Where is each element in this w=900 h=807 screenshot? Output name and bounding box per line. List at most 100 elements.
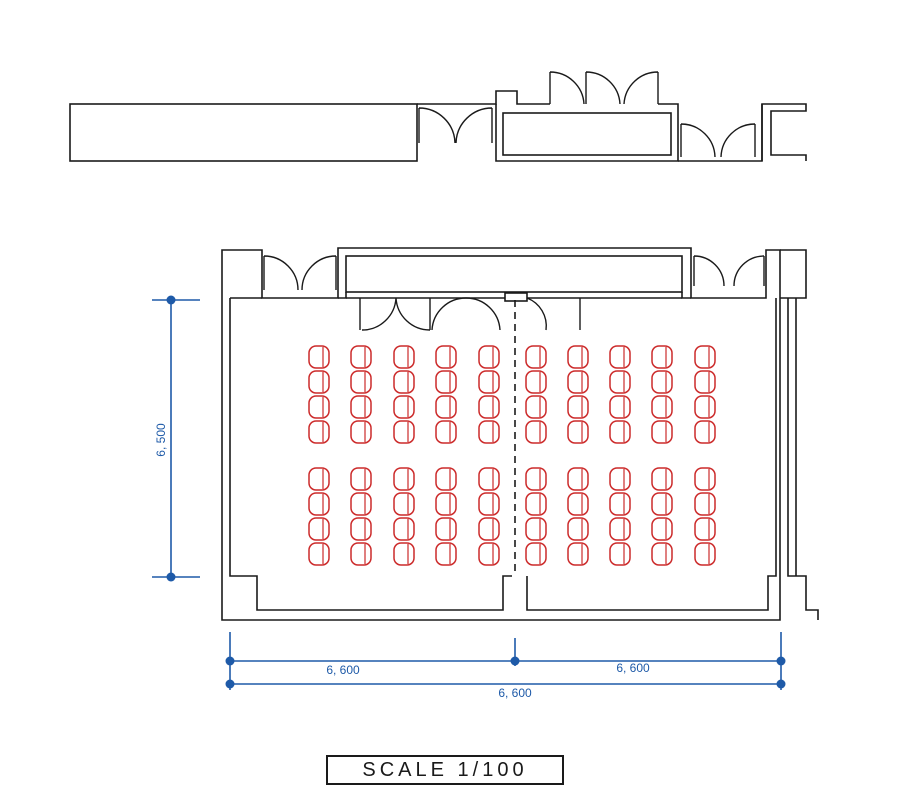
chair	[435, 420, 457, 444]
chair	[609, 370, 631, 394]
chair	[308, 542, 330, 566]
upper-door-right-1	[680, 123, 716, 158]
chair	[525, 492, 547, 516]
chair	[350, 395, 372, 419]
partition-post	[504, 292, 528, 302]
width-left-label: 6, 600	[326, 663, 360, 677]
chair	[567, 467, 589, 491]
chair	[350, 345, 372, 369]
chair	[525, 517, 547, 541]
room-inner-wall	[229, 298, 512, 611]
chair	[609, 492, 631, 516]
room-door-top-left-1	[263, 255, 299, 291]
chair	[525, 467, 547, 491]
chair	[435, 542, 457, 566]
upper-door-left-pair	[455, 107, 493, 144]
chair	[393, 345, 415, 369]
chair	[393, 517, 415, 541]
chair	[393, 542, 415, 566]
chair	[567, 395, 589, 419]
width-total-dot-left	[225, 679, 235, 689]
chair	[525, 370, 547, 394]
chair	[308, 370, 330, 394]
upper-door-left	[418, 107, 456, 144]
chair	[525, 542, 547, 566]
chair	[651, 395, 673, 419]
chair	[435, 345, 457, 369]
chair	[435, 467, 457, 491]
chair	[308, 467, 330, 491]
chair	[651, 542, 673, 566]
chair	[478, 395, 500, 419]
storage-alcove	[345, 255, 683, 293]
chair	[435, 517, 457, 541]
width-dot-right	[776, 656, 786, 666]
chair	[393, 492, 415, 516]
chair	[609, 517, 631, 541]
upper-right-wall	[678, 103, 807, 162]
chair	[567, 517, 589, 541]
chair	[308, 492, 330, 516]
chair	[651, 492, 673, 516]
chair	[651, 467, 673, 491]
width-total-label: 6, 600	[498, 686, 532, 700]
chair	[393, 395, 415, 419]
upper-building-section	[69, 71, 807, 162]
chair	[350, 370, 372, 394]
chair	[694, 370, 716, 394]
chair	[694, 467, 716, 491]
right-side-column	[780, 249, 819, 620]
chair	[435, 370, 457, 394]
chair	[350, 420, 372, 444]
upper-inner-room	[502, 112, 672, 156]
chair	[567, 345, 589, 369]
height-dot-bottom	[166, 572, 176, 582]
chair	[478, 345, 500, 369]
width-right-label: 6, 600	[616, 661, 650, 675]
upper-door-top-1	[549, 71, 585, 105]
chair	[651, 345, 673, 369]
chair	[525, 395, 547, 419]
upper-storage-room	[69, 103, 418, 162]
width-total-dot-right	[776, 679, 786, 689]
chair	[694, 517, 716, 541]
room-door-inner-3	[526, 297, 547, 331]
width-dot-mid	[510, 656, 520, 666]
chair	[478, 542, 500, 566]
chair-layout	[308, 345, 716, 566]
chair	[694, 420, 716, 444]
scale-label: SCALE 1/100	[326, 755, 564, 785]
upper-wall-segment	[417, 90, 550, 105]
chair	[308, 395, 330, 419]
dimension-annotations: 6, 500 6, 600 6, 600 6, 600	[152, 295, 786, 700]
chair	[393, 467, 415, 491]
chair	[478, 492, 500, 516]
width-dot-left	[225, 656, 235, 666]
chair	[350, 517, 372, 541]
chair	[609, 395, 631, 419]
upper-door-top-3	[623, 71, 659, 105]
chair	[393, 370, 415, 394]
chair	[435, 492, 457, 516]
chair	[609, 345, 631, 369]
main-room	[221, 247, 819, 621]
upper-door-top-2	[585, 71, 621, 105]
chair	[350, 467, 372, 491]
chair	[609, 542, 631, 566]
chair	[694, 492, 716, 516]
chair	[694, 542, 716, 566]
room-door-inner-2	[431, 297, 501, 331]
chair	[350, 542, 372, 566]
room-door-top-right-1	[693, 255, 725, 287]
chair	[694, 395, 716, 419]
chair	[308, 420, 330, 444]
room-door-top-right-2	[733, 255, 765, 287]
chair	[651, 517, 673, 541]
room-door-inner-1	[359, 297, 431, 331]
chair	[308, 517, 330, 541]
chair	[478, 420, 500, 444]
upper-door-right-2	[720, 123, 756, 158]
chair	[350, 492, 372, 516]
chair	[567, 420, 589, 444]
